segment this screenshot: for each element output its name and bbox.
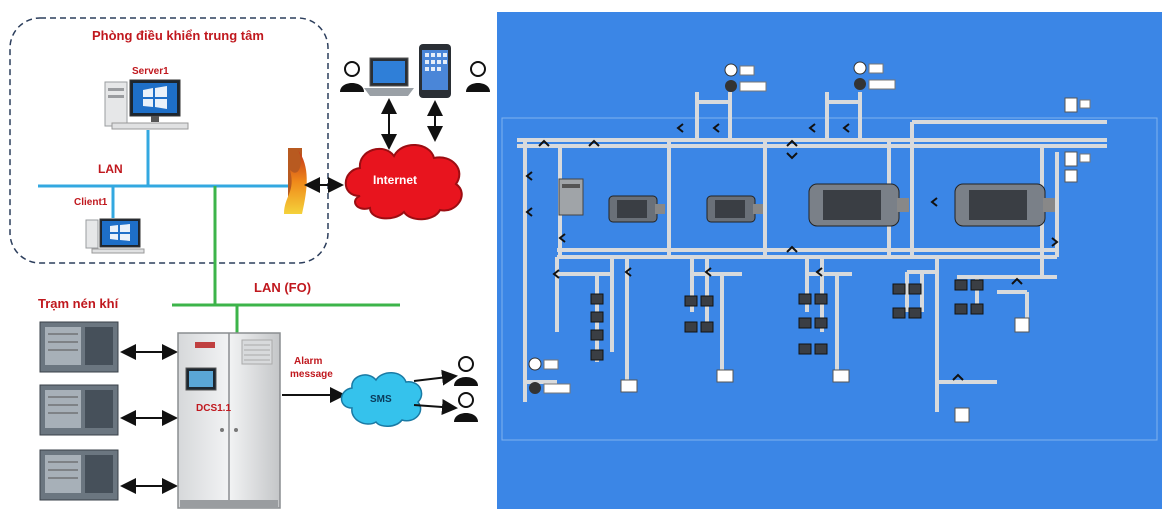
compressor-icon	[608, 195, 665, 223]
sms-label: SMS	[370, 394, 392, 405]
dryer-unit	[558, 178, 584, 216]
server-label: Server1	[132, 66, 169, 77]
client-pc-icon	[85, 218, 145, 254]
sms-user-link	[413, 369, 458, 386]
user-icon	[340, 61, 364, 92]
network-diagram	[9, 17, 490, 509]
internet-label: Internet	[373, 173, 418, 187]
cloud-icon	[340, 372, 423, 427]
compressor-icon	[706, 195, 763, 223]
user-icon	[466, 61, 490, 92]
control-room-boundary	[9, 17, 329, 264]
cabinet-icon	[177, 332, 281, 509]
compressor-station-label: Trạm nén khí	[38, 296, 119, 311]
gauge-icon	[528, 317, 1030, 423]
compressor-icon	[39, 384, 119, 436]
gauge-icon	[724, 63, 767, 92]
compressor-icon	[954, 183, 1055, 227]
user-icon	[454, 392, 478, 422]
server-icon	[104, 79, 189, 130]
client-label: Client1	[74, 197, 108, 208]
firewall-icon	[284, 148, 307, 214]
alarm-label-line1: Alarm	[294, 356, 323, 367]
lan-label: LAN	[98, 162, 123, 176]
user-icon	[454, 356, 478, 386]
cloud-icon	[344, 144, 463, 221]
laptop-icon	[364, 57, 414, 96]
tablet-icon	[419, 44, 451, 98]
control-room-title: Phòng điều khiển trung tâm	[92, 28, 264, 43]
compressor-icon	[39, 449, 119, 501]
scada-mimic-panel	[497, 12, 1162, 509]
lan-fo-label: LAN (FO)	[254, 280, 312, 295]
sms-user-link	[413, 399, 458, 415]
dcs-label: DCS1.1	[196, 403, 232, 414]
alarm-label-line2: message	[290, 369, 333, 380]
valve-icon	[590, 279, 984, 361]
compressor-icon	[808, 183, 909, 227]
compressor-icon	[39, 321, 119, 373]
scada-pipework	[501, 61, 1158, 441]
gauge-icon	[1064, 97, 1091, 183]
gauge-icon	[853, 61, 896, 90]
